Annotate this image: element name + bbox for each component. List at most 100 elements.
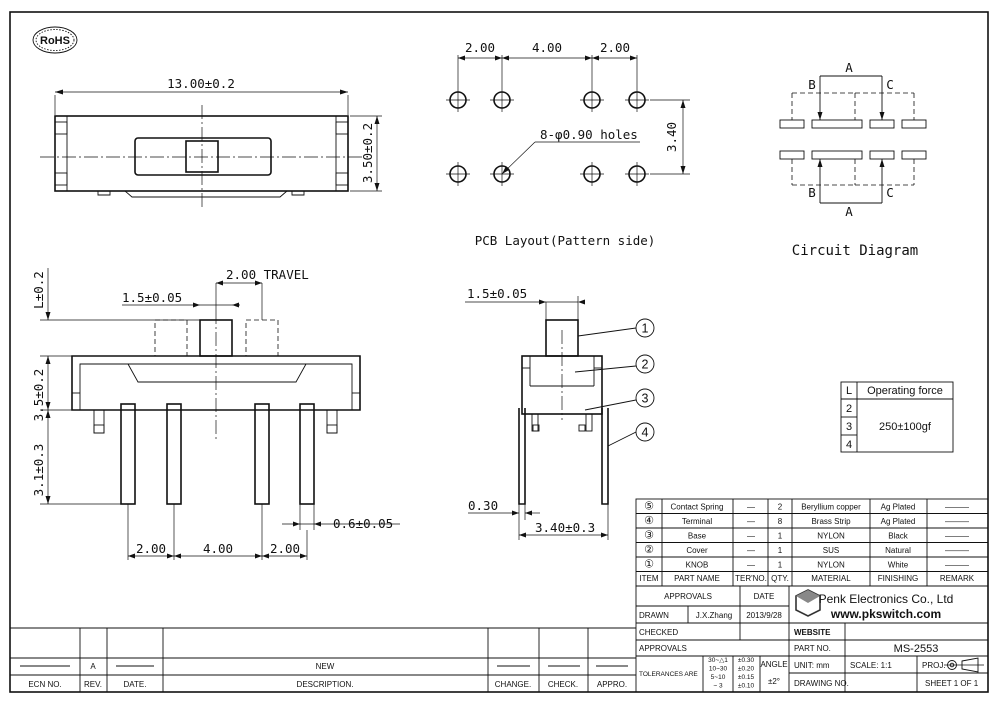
checked-label: CHECKED	[639, 628, 678, 637]
bom-cell-qty: 1	[778, 561, 783, 570]
circuit-b-bottom: B	[808, 185, 816, 200]
pcb-hole	[625, 88, 649, 112]
tolerances-label: TOLERANCES ARE	[639, 671, 698, 678]
rev-hdr-appro: APPRO.	[597, 680, 627, 689]
bom-cell-finishing: White	[888, 561, 909, 570]
bom-cell-item: ④	[644, 515, 654, 527]
circuit-a-top: A	[845, 60, 853, 75]
title-block: APPROVALS DATE DRAWN J.X.Zhang 2013/9/28…	[635, 585, 989, 693]
bom-cell-name: KNOB	[686, 561, 709, 570]
pcb-hole	[490, 88, 514, 112]
rev-hdr-check: CHECK.	[548, 680, 578, 689]
force-value: 250±100gf	[879, 421, 932, 433]
rohs-text: RoHS	[40, 35, 70, 47]
bom-cell-remark: ———	[945, 503, 969, 512]
circuit-b-top: B	[808, 77, 816, 92]
top-length-dim: 13.00±0.2	[167, 76, 235, 91]
bom-hdr-finishing: FINISHING	[878, 574, 918, 583]
l-dim: L±0.2	[31, 271, 46, 309]
rev-description: NEW	[316, 662, 335, 671]
holes-note: 8-φ0.90 holes	[540, 127, 638, 142]
travel-dim: 2.00 TRAVEL	[226, 267, 309, 282]
bom-cell-ter: —	[747, 532, 755, 541]
force-hdr-op: Operating force	[867, 385, 943, 397]
pcb-layout: 2.00 4.00 2.00 3.40 8-φ0.90 holes PCB La…	[446, 40, 690, 248]
top-height-dim: 3.50±0.2	[360, 123, 375, 183]
circuit-a-bottom: A	[845, 204, 853, 219]
pitch-mid: 4.00	[203, 541, 233, 556]
rohs-logo: RoHS	[32, 26, 78, 54]
pcb-hole	[446, 162, 470, 186]
bom-cell-qty: 1	[778, 546, 783, 555]
force-row-2: 2	[846, 403, 852, 415]
bom-cell-name: Cover	[686, 546, 708, 555]
tol-value: ±0.20	[738, 666, 755, 673]
bom-table: ⑤ Contact Spring — 2 Beryllium copper Ag Plat…	[635, 498, 989, 587]
bom-cell-name: Terminal	[682, 517, 712, 526]
rev-hdr-change: CHANGE.	[495, 680, 531, 689]
tol-range: ~ 3	[713, 683, 723, 690]
unit-label: UNIT: mm	[794, 661, 830, 670]
tol-value: ±0.15	[738, 674, 755, 681]
bom-cell-name: Base	[688, 532, 707, 541]
top-view: 13.00±0.2 3.50±0.2	[40, 76, 382, 210]
rev-hdr-rev: REV.	[84, 680, 102, 689]
drawn-label: DRAWN	[639, 611, 669, 620]
rev-value: A	[90, 662, 96, 671]
circuit-c-bottom: C	[886, 185, 894, 200]
tol-range: 30~△1	[708, 657, 728, 664]
part-no: MS-2553	[894, 643, 939, 655]
callout-4: 4	[642, 426, 649, 440]
side-view: 1.5±0.05 1 2 3 4	[465, 286, 655, 540]
pcb-hole	[580, 162, 604, 186]
drawn-date: 2013/9/28	[746, 611, 782, 620]
pcb-hole	[580, 88, 604, 112]
angle-label: ANGLE	[760, 660, 787, 669]
force-hdr-l: L	[846, 385, 852, 397]
bom-hdr-part: PART NAME	[674, 574, 720, 583]
revision-block: A NEW ECN NO. REV. DATE. DESCRIPTION. CH…	[10, 627, 636, 692]
pcb-caption: PCB Layout(Pattern side)	[475, 233, 656, 248]
website-label: WEBSITE	[794, 628, 831, 637]
rev-hdr-date: DATE.	[124, 680, 147, 689]
pcb-hole	[446, 88, 470, 112]
force-row-4: 4	[846, 439, 852, 451]
pitch-right: 2.00	[270, 541, 300, 556]
bom-cell-remark: ———	[945, 546, 969, 555]
bom-cell-finishing: Natural	[885, 546, 911, 555]
bom-cell-material: Beryllium copper	[801, 503, 861, 512]
bom-cell-ter: —	[747, 503, 755, 512]
approvals-label: APPROVALS	[664, 592, 712, 601]
rev-hdr-ecn: ECN NO.	[28, 680, 61, 689]
scale-label: SCALE: 1:1	[850, 661, 892, 670]
side-width-dim: 3.40±0.3	[535, 520, 595, 535]
tol-range: 5~10	[711, 674, 726, 681]
bom-cell-item: ③	[644, 530, 654, 542]
bom-cell-name: Contact Spring	[671, 503, 724, 512]
rev-hdr-description: DESCRIPTION.	[297, 680, 354, 689]
projection-symbol-icon	[944, 657, 984, 673]
bom-hdr-qty: QTY.	[771, 574, 789, 583]
bom-hdr-item: ITEM	[639, 574, 658, 583]
company-url: www.pkswitch.com	[830, 607, 941, 621]
bom-cell-qty: 1	[778, 532, 783, 541]
bom-cell-qty: 2	[778, 503, 783, 512]
bom-cell-finishing: Ag Plated	[881, 517, 916, 526]
date-label: DATE	[754, 592, 775, 601]
drawn-by: J.X.Zhang	[696, 611, 732, 620]
bom-hdr-ter: TER'NO.	[735, 574, 767, 583]
bom-cell-item: ⑤	[644, 501, 654, 513]
pcb-dim-right: 2.00	[600, 40, 630, 55]
bom-cell-material: NYLON	[817, 532, 845, 541]
tol-value: ±0.10	[738, 683, 755, 690]
force-row-3: 3	[846, 421, 852, 433]
pcb-hole	[625, 162, 649, 186]
side-knob-width: 1.5±0.05	[467, 286, 527, 301]
pitch-left: 2.00	[136, 541, 166, 556]
operating-force-table: L Operating force 2 3 4 250±100gf	[840, 381, 954, 453]
sheet-border	[9, 11, 989, 693]
